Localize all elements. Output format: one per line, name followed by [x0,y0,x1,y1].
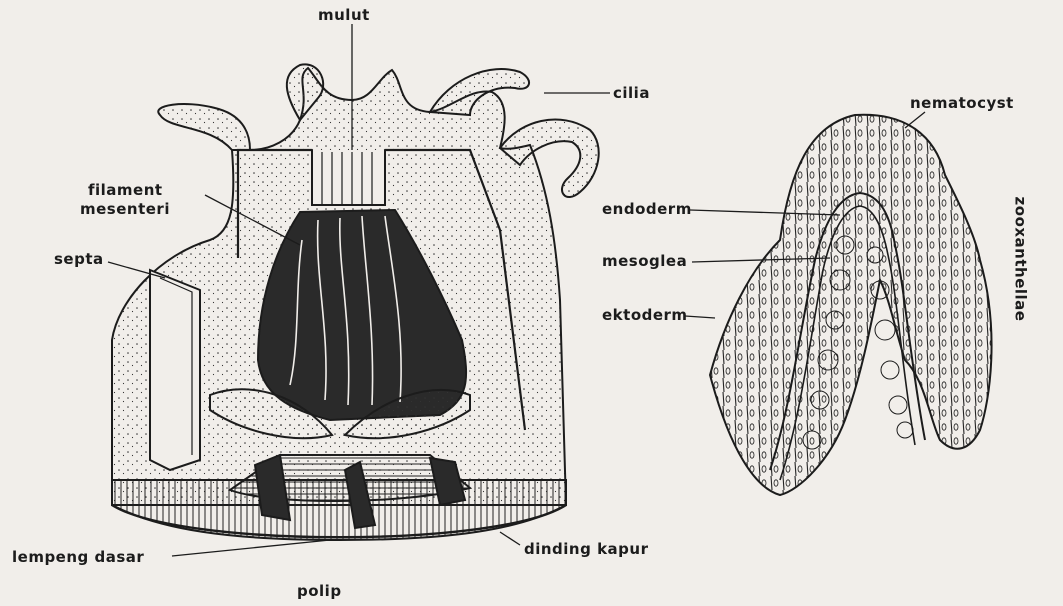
tissue-section [710,115,992,495]
label-filament: filament [88,181,163,199]
ectoderm-layer [710,115,992,495]
label-zooxanthellae: zooxanthellae [1011,197,1029,322]
label-ektoderm: ektoderm [602,306,688,324]
label-mesenteri: mesenteri [80,200,170,218]
label-endoderm: endoderm [602,200,692,218]
pharynx [312,150,385,205]
label-mulut: mulut [318,6,370,24]
polyp-drawing [112,64,599,540]
label-mesoglea: mesoglea [602,252,687,270]
label-nematocyst: nematocyst [910,94,1014,112]
label-cilia: cilia [613,84,650,102]
label-lempeng-dasar: lempeng dasar [12,548,144,566]
label-polip: polip [297,582,342,600]
label-septa: septa [54,250,104,268]
label-dinding-kapur: dinding kapur [524,540,649,558]
tentacle-left [158,104,250,150]
